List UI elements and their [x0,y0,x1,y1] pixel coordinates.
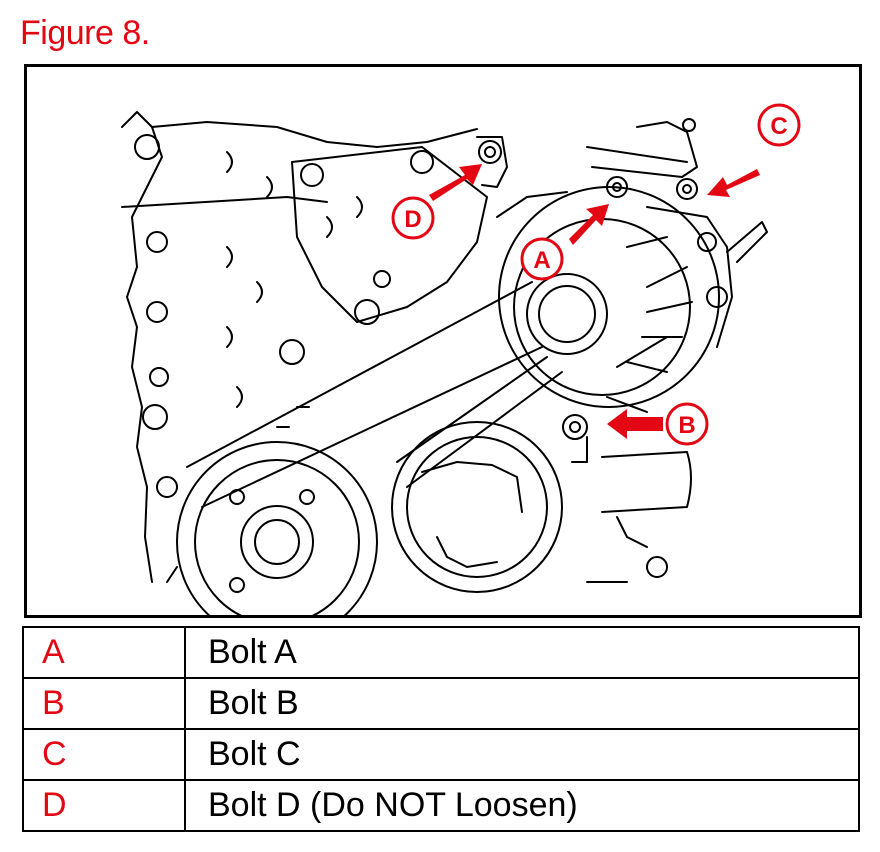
callout-a-circle [520,237,564,281]
legend-description: Bolt B [184,677,860,730]
legend-description: Bolt D (Do NOT Loosen) [184,779,860,832]
engine-bolt-head [134,134,160,160]
callout-b-label: B [678,412,695,439]
alternator-pulley [526,273,608,355]
diagram-drawing: D A C B [121,103,801,615]
legend-row: D Bolt D (Do NOT Loosen) [22,779,860,832]
legend-row: A Bolt A [22,626,860,679]
callout-arrows [429,164,760,439]
callout-c-label: C [770,113,787,140]
bolt-legend-table: A Bolt A B Bolt B C Bolt C D Bolt D (Do … [22,626,860,832]
figure-title: Figure 8. [20,14,150,52]
engine-belt-diagram: D A C B [24,64,862,618]
legend-row: C Bolt C [22,728,860,781]
legend-description: Bolt A [184,626,860,679]
callout-d-label: D [404,206,421,233]
callout-d-circle [391,196,435,240]
alternator-body [498,186,720,408]
engine-block-outline [121,111,163,583]
legend-description: Bolt C [184,728,860,781]
legend-key: C [22,728,186,781]
callout-b-circle [665,402,709,446]
arrow-to-bolt-d [429,164,482,201]
arrow-to-bolt-b [607,409,663,439]
callout-a-label: A [533,247,550,274]
callout-c-circle [757,103,801,147]
bolt-d [478,140,502,164]
bolt-c [676,178,698,200]
bolt-b [562,414,588,440]
bolt-a [606,176,628,198]
water-pump-pulley [391,421,563,593]
arrow-to-bolt-a [569,204,609,245]
crankshaft-pulley [176,441,378,615]
legend-row: B Bolt B [22,677,860,730]
engine-top-edge [151,121,478,148]
alternator-bracket [291,146,488,323]
legend-key: A [22,626,186,679]
legend-key: B [22,677,186,730]
arrow-to-bolt-c [707,169,760,197]
legend-key: D [22,779,186,832]
drive-belt [186,281,543,508]
